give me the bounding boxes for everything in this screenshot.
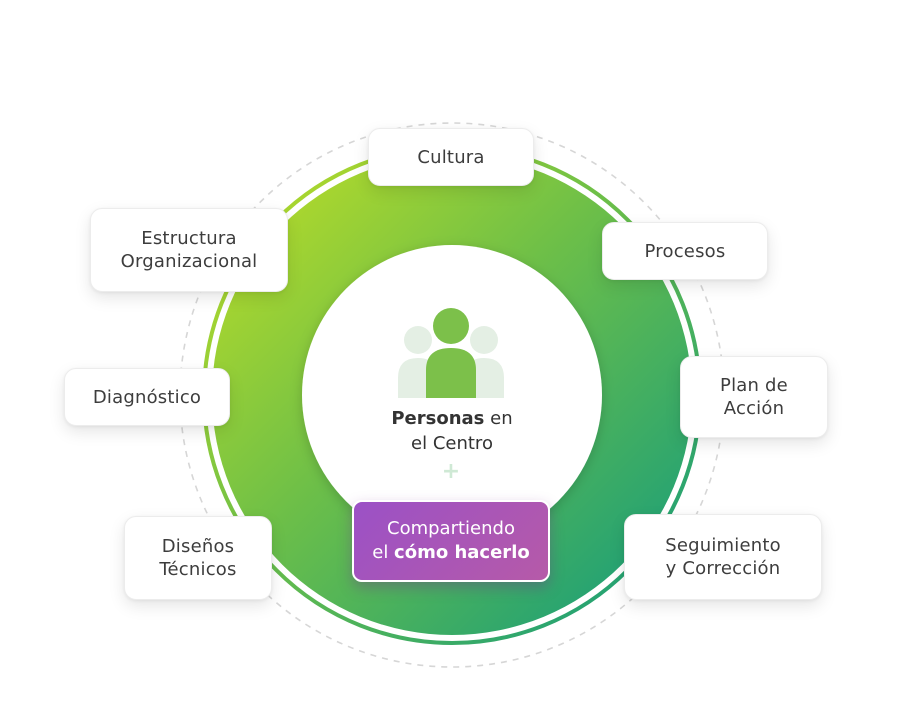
node-seguimiento-y-correccion: Seguimiento y Corrección — [624, 514, 822, 600]
node-disenos-line-2: Técnicos — [159, 559, 237, 580]
node-seguimiento-line-1: Seguimiento — [665, 535, 781, 556]
center-title-rest: en — [484, 408, 513, 429]
highlight-line-2-bold: cómo hacerlo — [394, 542, 530, 563]
node-plan-line-1: Plan de — [720, 375, 788, 396]
node-procesos: Procesos — [602, 222, 768, 280]
highlight-line-1: Compartiendo — [387, 518, 515, 539]
node-cultura-line-1: Cultura — [417, 146, 485, 168]
node-diagnostico: Diagnóstico — [64, 368, 230, 426]
plus-icon: + — [441, 459, 461, 484]
node-disenos-line-1: Diseños — [161, 536, 235, 557]
node-plan-line-2: Acción — [723, 398, 785, 419]
node-estructura-line-1: Estructura — [141, 228, 237, 249]
node-plan-de-accion: Plan de Acción — [680, 356, 828, 438]
center-title-bold: Personas — [391, 408, 485, 429]
node-disenos-tecnicos: Diseños Técnicos — [124, 516, 272, 600]
highlight-line-2: el cómo hacerlo — [372, 541, 529, 565]
highlight-compartiendo: Compartiendo el cómo hacerlo — [352, 500, 550, 582]
node-estructura-line-2: Organizacional — [120, 251, 258, 272]
node-estructura-organizacional: Estructura Organizacional — [90, 208, 288, 292]
center-title: Personas en el Centro — [340, 406, 564, 456]
node-seguimiento-line-2: y Corrección — [665, 558, 781, 579]
node-procesos-line-1: Procesos — [644, 240, 726, 262]
center-title-line-1: Personas en — [340, 406, 564, 431]
highlight-line-2-prefix: el — [372, 542, 395, 563]
people-group-icon — [398, 308, 504, 398]
node-cultura: Cultura — [368, 128, 534, 186]
center-title-line-2: el Centro — [411, 433, 493, 454]
node-diagnostico-line-1: Diagnóstico — [92, 386, 202, 408]
